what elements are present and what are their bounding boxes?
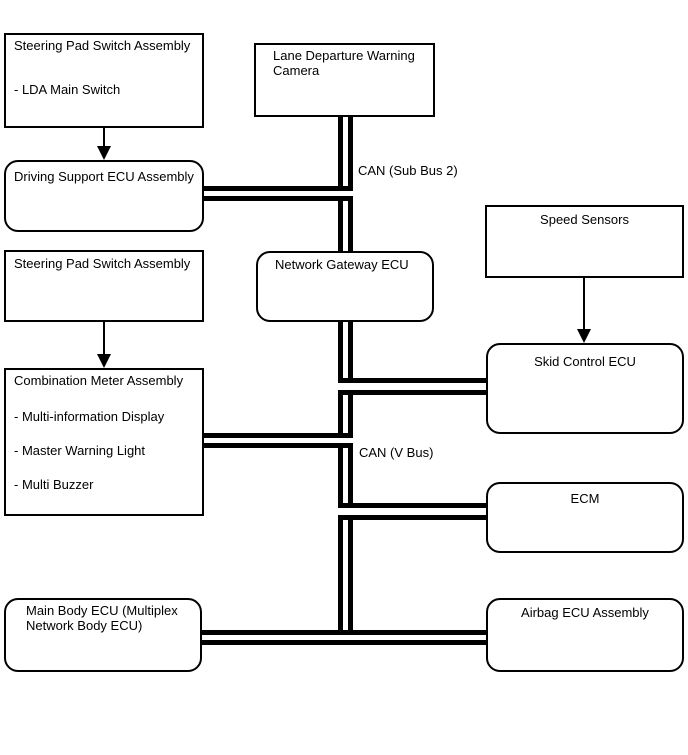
node-title: Driving Support ECU Assembly bbox=[14, 169, 194, 184]
node-skid-control-ecu: Skid Control ECU bbox=[486, 343, 684, 434]
node-ecm: ECM bbox=[486, 482, 684, 553]
node-sub-item: - Multi-information Display bbox=[14, 409, 165, 424]
arrow-steering-pad-to-combination-meter bbox=[103, 322, 105, 355]
node-airbag-ecu-assembly: Airbag ECU Assembly bbox=[486, 598, 684, 672]
node-title: Lane Departure Warning Camera bbox=[273, 48, 415, 78]
arrow-head-icon bbox=[577, 329, 591, 343]
node-steering-pad-switch-assembly-2: Steering Pad Switch Assembly bbox=[4, 250, 204, 322]
arrow-head-icon bbox=[97, 146, 111, 160]
node-title: Steering Pad Switch Assembly bbox=[14, 38, 191, 53]
bus-branch-main-body-airbag bbox=[202, 630, 486, 645]
node-title: Speed Sensors bbox=[540, 212, 629, 227]
bus-branch-skid-control bbox=[338, 378, 486, 395]
arrow-speed-sensors-to-skid-control bbox=[583, 278, 585, 330]
node-steering-pad-switch-assembly-1: Steering Pad Switch Assembly - LDA Main … bbox=[4, 33, 204, 128]
node-sub-item: - Master Warning Light bbox=[14, 443, 146, 458]
node-sub-item: - LDA Main Switch bbox=[14, 82, 121, 97]
node-title: ECM bbox=[570, 491, 600, 506]
arrow-head-icon bbox=[97, 354, 111, 368]
node-main-body-ecu: Main Body ECU (Multiplex Network Body EC… bbox=[4, 598, 202, 672]
node-driving-support-ecu-assembly: Driving Support ECU Assembly bbox=[4, 160, 204, 232]
node-title: Steering Pad Switch Assembly bbox=[14, 256, 191, 271]
can-v-bus-label: CAN (V Bus) bbox=[359, 445, 434, 460]
can-sub-bus-2-label: CAN (Sub Bus 2) bbox=[358, 163, 458, 178]
node-lane-departure-warning-camera: Lane Departure Warning Camera bbox=[254, 43, 435, 117]
node-title: Combination Meter Assembly bbox=[14, 373, 184, 388]
bus-branch-driving-support bbox=[204, 186, 353, 201]
node-speed-sensors: Speed Sensors bbox=[485, 205, 684, 278]
node-title: Skid Control ECU bbox=[534, 354, 636, 369]
node-title: Airbag ECU Assembly bbox=[521, 605, 649, 620]
bus-branch-ecm bbox=[338, 503, 486, 520]
node-sub-item: - Multi Buzzer bbox=[14, 477, 94, 492]
bus-branch-combination-meter bbox=[204, 433, 353, 448]
node-title: Main Body ECU (Multiplex Network Body EC… bbox=[26, 603, 178, 633]
node-title: Network Gateway ECU bbox=[275, 257, 409, 272]
node-network-gateway-ecu: Network Gateway ECU bbox=[256, 251, 434, 322]
arrow-steering-pad-to-driving-support bbox=[103, 128, 105, 147]
node-combination-meter-assembly: Combination Meter Assembly - Multi-infor… bbox=[4, 368, 204, 516]
